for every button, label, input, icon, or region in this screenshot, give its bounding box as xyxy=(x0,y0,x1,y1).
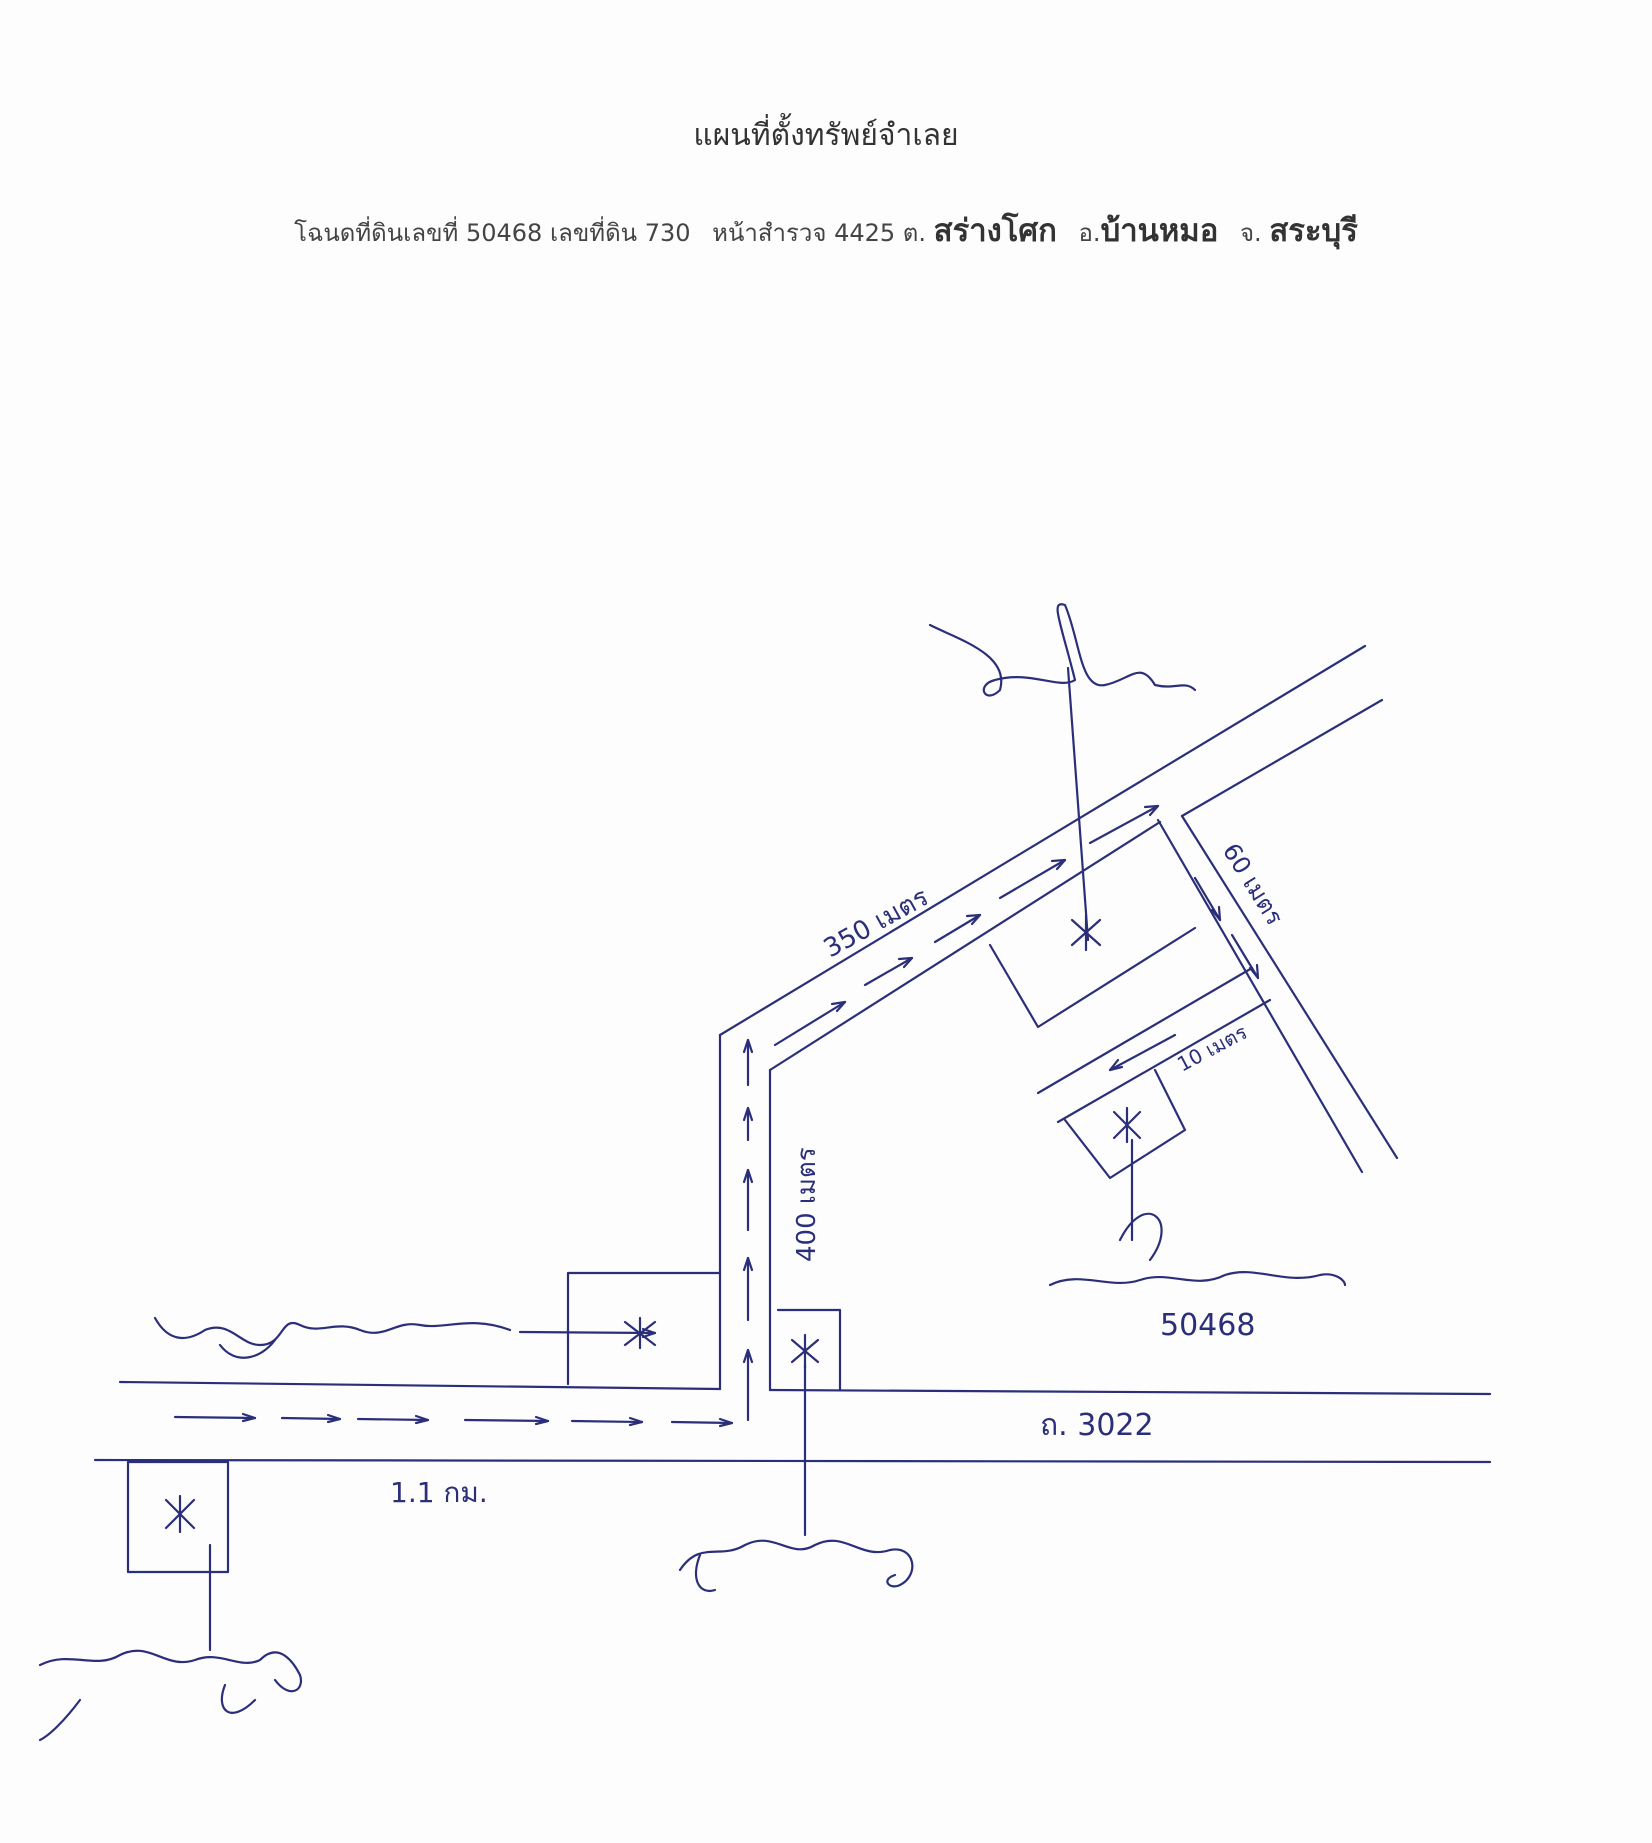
signature-bottom-left xyxy=(38,1649,303,1742)
changwat-prefix: จ. xyxy=(1239,219,1262,247)
small-lane xyxy=(1156,814,1399,1174)
land-number: 730 xyxy=(644,219,691,247)
signature-top xyxy=(928,603,1197,697)
label-parcel-number: 50468 xyxy=(1160,1308,1255,1343)
map-title: แผนที่ตั้งทรัพย์จำเลย xyxy=(693,118,959,153)
tambon-prefix: ต. xyxy=(902,219,927,247)
label-distance-350: 350 เมตร xyxy=(819,882,934,964)
label-distance-1-1km: 1.1 กม. xyxy=(390,1476,488,1509)
land-prefix: เลขที่ดิน xyxy=(549,219,638,247)
deed-description: โฉนดที่ดินเลขที่ 50468 เลขที่ดิน 730 หน้… xyxy=(0,205,1652,255)
side-road-vertical xyxy=(718,1033,772,1392)
route-arrows-diagonal xyxy=(773,804,1160,1047)
deed-number: 50468 xyxy=(465,219,543,247)
highway-road xyxy=(93,1380,1492,1464)
label-distance-10: 10 เมตร xyxy=(1173,1020,1251,1077)
changwat-name: สระบุรี xyxy=(1269,213,1358,249)
route-arrows-lane xyxy=(1193,876,1260,980)
signature-left xyxy=(153,1316,512,1359)
house-left-top xyxy=(518,1271,722,1386)
survey-prefix: หน้าสำรวจ xyxy=(712,219,827,247)
deed-prefix: โฉนดที่ดินเลขที่ xyxy=(294,219,459,247)
house-lower-right xyxy=(1063,1068,1187,1242)
house-upper xyxy=(988,666,1197,1029)
signature-bottom-center xyxy=(678,1539,914,1593)
label-distance-60: 60 เมตร xyxy=(1217,838,1289,930)
side-road-diagonal xyxy=(718,644,1384,1072)
amphoe-name: บ้านหมอ xyxy=(1100,213,1219,249)
house-corner xyxy=(776,1308,842,1537)
amphoe-prefix: อ. xyxy=(1078,219,1101,247)
tambon-name: สร่างโศก xyxy=(933,213,1057,249)
label-road-3022: ถ. 3022 xyxy=(1040,1408,1154,1443)
route-arrows-highway xyxy=(173,1412,734,1428)
route-arrows-vertical xyxy=(742,1038,754,1422)
label-distance-400: 400 เมตร xyxy=(792,1147,822,1262)
driveway-branch xyxy=(1036,966,1272,1124)
signature-lower-right xyxy=(1048,1212,1347,1287)
house-left-bottom xyxy=(126,1460,230,1652)
survey-number: 4425 xyxy=(834,219,896,247)
